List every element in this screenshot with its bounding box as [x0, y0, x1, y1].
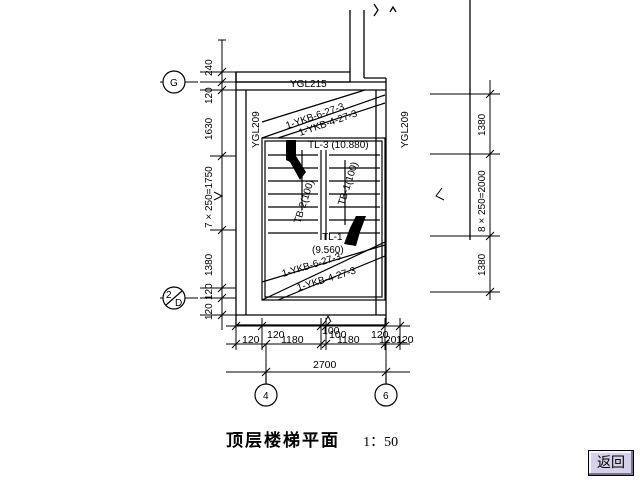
dim-2000: 8 × 250=2000	[477, 170, 488, 232]
return-button[interactable]: 返回	[588, 450, 634, 476]
dim-inner-120b: 120	[371, 329, 389, 341]
stair-enclosure	[261, 89, 386, 301]
ygl209-left-label: YGL209	[251, 111, 262, 148]
dim-inner-120a: 120	[267, 329, 285, 341]
dim-1630: 1630	[204, 117, 215, 140]
dim-1750: 7 × 250=1750	[204, 166, 215, 228]
axis-text: G 2 D 4 6	[166, 78, 389, 402]
axis-bubbles	[162, 70, 398, 407]
axis-label-g: G	[170, 78, 178, 89]
structural-labels: YGL215 YGL209 YGL209 1-YKB-6-27-3 1-YKB-…	[251, 79, 411, 294]
dim-240: 240	[204, 59, 215, 76]
dim-inner-100: 100	[329, 329, 347, 341]
right-dimension-text: 1380 8 × 250=2000 1380	[477, 113, 488, 276]
dim-1180-left: 1180	[281, 334, 304, 346]
dim-120-mid: 120	[204, 283, 215, 300]
axis-label-4: 4	[263, 391, 269, 402]
axis-label-6: 6	[383, 391, 389, 402]
dim-120-right-b: 120	[396, 334, 414, 346]
drawing-title-text: 顶层楼梯平面	[226, 431, 340, 451]
tl1-label: TL-1	[322, 232, 343, 243]
dim-total-2700: 2700	[313, 359, 337, 371]
elevation-label: (9.560)	[312, 245, 344, 256]
right-dimension-chain	[430, 80, 500, 300]
beam-marks	[286, 140, 366, 246]
ygl215-label: YGL215	[290, 79, 327, 90]
axis-label-d: D	[175, 298, 182, 309]
dim-120-left: 120	[242, 334, 260, 346]
dim-1380-right-top: 1380	[477, 113, 488, 136]
drawing-title: 顶层楼梯平面 1：50	[226, 428, 398, 454]
dim-100: 100	[322, 325, 340, 337]
tl3-label: TL-3 (10.880)	[308, 140, 369, 151]
left-dimension-text: 240 120 1630 7 × 250=1750 1380 120 120	[204, 59, 215, 320]
dim-1380-left: 1380	[204, 253, 215, 276]
axis-label-2: 2	[166, 290, 172, 301]
dim-120-right-a: 120	[379, 334, 397, 346]
tb2-label: TB-2(100)	[292, 179, 316, 225]
axis-bubble-g	[162, 70, 186, 94]
dim-1380-right-bottom: 1380	[477, 253, 488, 276]
walls	[235, 0, 471, 326]
bottom-dimension-chain	[226, 314, 410, 380]
ygl209-right-label: YGL209	[400, 111, 411, 148]
dim-120-bottom: 120	[204, 303, 215, 320]
dim-120-top: 120	[204, 87, 215, 104]
bottom-dimension-text: 120 100 120 120 1180 100 1180 120 120 27…	[242, 325, 414, 371]
dim-1180-right: 1180	[337, 334, 360, 346]
drawing-scale-text: 1：50	[363, 435, 399, 450]
